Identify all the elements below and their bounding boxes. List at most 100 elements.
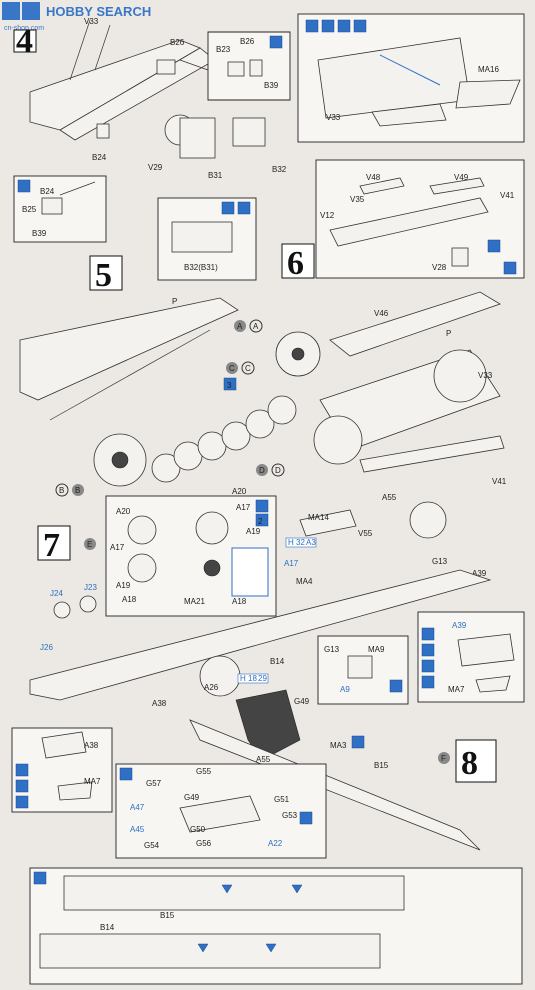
marker-icon [291, 884, 303, 894]
paint-icon [337, 19, 351, 33]
road-wheel [245, 409, 275, 439]
label: A17 [110, 543, 125, 552]
part-a38 [41, 731, 87, 759]
watermark-logo: HOBBY SEARCH cn-shop.com [2, 2, 151, 32]
label: A19 [246, 527, 261, 536]
mud-guard-2 [232, 117, 266, 147]
label: MA4 [296, 577, 313, 586]
label: J24 [50, 589, 63, 598]
label: G55 [196, 767, 212, 776]
label: B32(B31) [184, 263, 218, 272]
label: MA9 [368, 645, 385, 654]
label: J23 [84, 583, 97, 592]
detail-icon [221, 201, 235, 215]
label: G57 [146, 779, 162, 788]
label: D [275, 466, 281, 475]
label: A17 [236, 503, 251, 512]
detail-icon [421, 675, 435, 689]
label: A17 [284, 559, 299, 568]
part-g49-assy [179, 795, 261, 833]
label: B32 [272, 165, 287, 174]
tag-text: H [288, 538, 294, 547]
label: A [237, 322, 243, 331]
label: P [446, 329, 451, 338]
label: V33 [478, 371, 493, 380]
label: A18 [232, 597, 247, 606]
glue-icon [33, 871, 47, 885]
label: A55 [382, 493, 397, 502]
mud-flap [371, 103, 447, 127]
label: 2 [258, 517, 263, 526]
part-tag [237, 673, 269, 684]
leader-line [49, 329, 211, 421]
step-6-number: 6 [287, 245, 304, 282]
label: G49 [294, 697, 310, 706]
wheel-hub [291, 347, 305, 361]
part-b32 [171, 221, 233, 253]
step-7-box [37, 525, 71, 561]
watermark-brand: HOBBY SEARCH [46, 4, 151, 19]
label: G54 [144, 841, 160, 850]
label: G51 [274, 795, 290, 804]
part-v41 [359, 435, 505, 473]
road-wheel [267, 395, 297, 425]
road-wheels [151, 395, 297, 483]
part-circle-c [226, 362, 238, 374]
label: MA7 [448, 685, 465, 694]
paint-icon [299, 811, 313, 825]
part-b23 [227, 61, 245, 77]
label: V29 [148, 163, 163, 172]
water-icon [15, 795, 29, 809]
tag-text: A3 [306, 538, 316, 547]
label: A39 [452, 621, 467, 630]
mud-guard [179, 117, 216, 159]
label: B39 [32, 229, 47, 238]
label: A18 [122, 595, 137, 604]
tag-text: 32 [296, 538, 305, 547]
glue-icon [237, 201, 251, 215]
road-wheel-a19 [127, 553, 157, 583]
label: G53 [282, 811, 298, 820]
callout-box [207, 31, 291, 101]
label: A45 [130, 825, 145, 834]
part-v46 [329, 291, 501, 357]
label: V41 [492, 477, 507, 486]
label: V55 [358, 529, 373, 538]
label: C [229, 364, 235, 373]
step-6-section: V46 P V33 V41 [313, 291, 507, 486]
fender-b14 [29, 569, 492, 701]
fender-b15-front [189, 719, 481, 851]
step-4-number: 4 [16, 23, 33, 60]
marker-icon [265, 943, 277, 953]
part-circle-a [234, 320, 246, 332]
label: A20 [232, 487, 247, 496]
sprocket-hub [111, 451, 129, 469]
paint-icon [15, 779, 29, 793]
step-5-section: P A A C C 3 B B D D [19, 297, 321, 497]
label: B31 [208, 171, 223, 180]
label: 3 [227, 381, 232, 390]
arrow [59, 181, 96, 196]
label: B26 [240, 37, 255, 46]
part-circle-d [256, 464, 268, 476]
fender-b15 [63, 875, 405, 911]
label: A38 [84, 741, 99, 750]
label: MA7 [84, 777, 101, 786]
label: V12 [320, 211, 335, 220]
label: V49 [454, 173, 469, 182]
label: G13 [324, 645, 340, 654]
section-e-badge [84, 538, 96, 550]
part-circle-d-open [271, 463, 285, 477]
step-5-number: 5 [95, 257, 112, 294]
label: MA21 [184, 597, 205, 606]
part-ma7-b [57, 781, 93, 801]
label: A47 [130, 803, 145, 812]
label: V33 [84, 17, 99, 26]
label: B14 [270, 657, 285, 666]
hull-side-lower [19, 297, 239, 401]
step-6-box [281, 243, 315, 279]
label: B [75, 486, 80, 495]
label: B25 [22, 205, 37, 214]
quantity-icon [223, 377, 237, 391]
